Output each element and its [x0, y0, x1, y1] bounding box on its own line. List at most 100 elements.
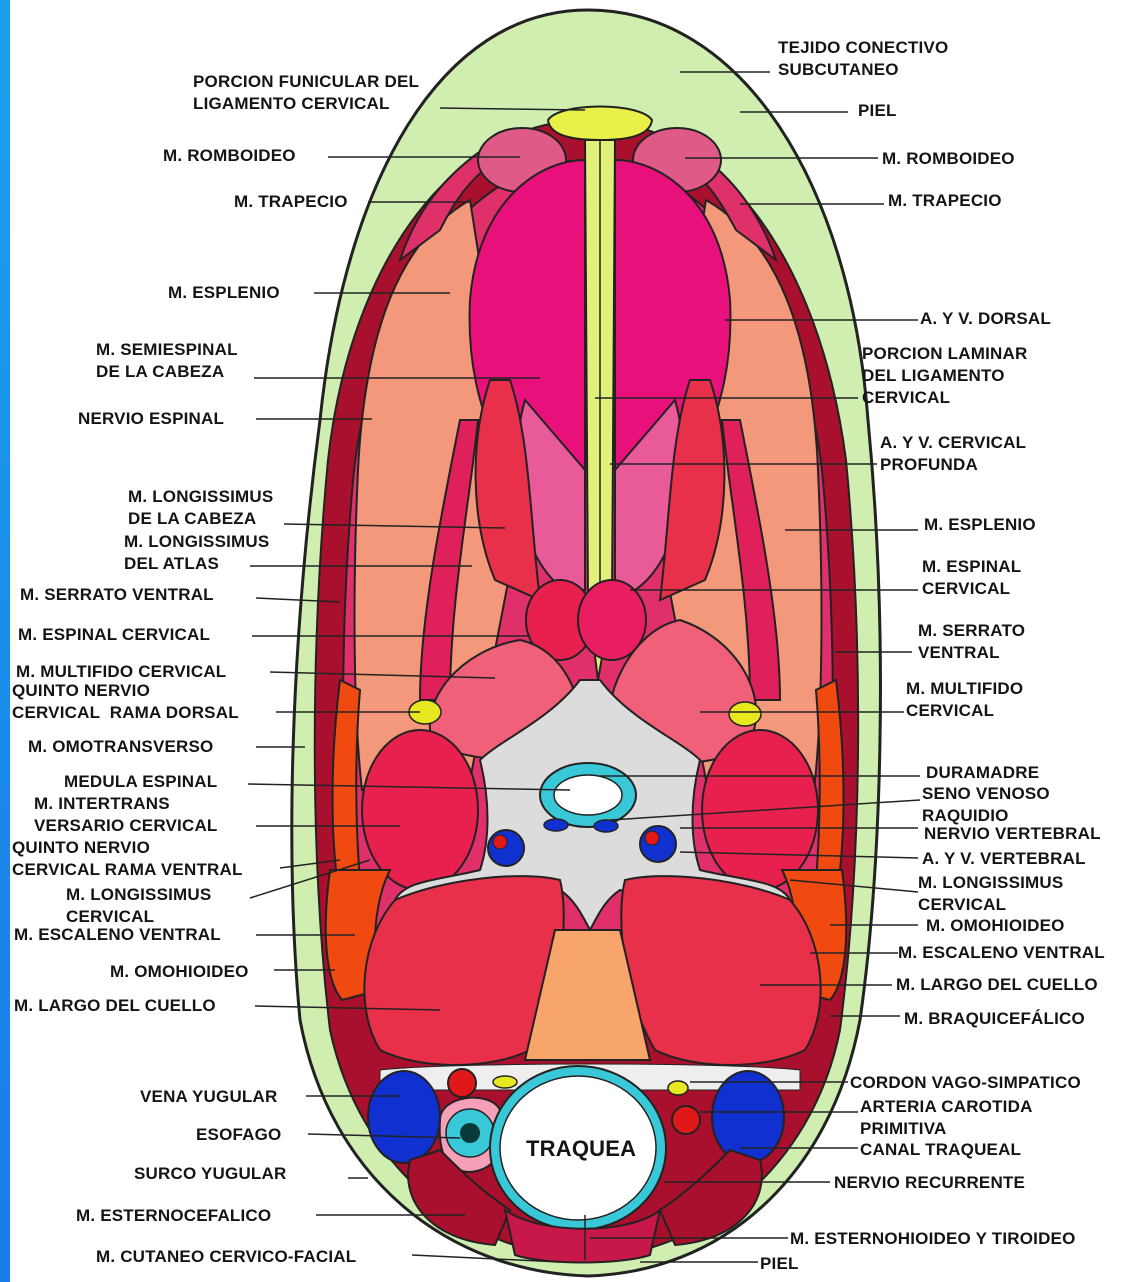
- label-omohyoid-left: M. OMOHIOIDEO: [110, 961, 249, 983]
- label-splenius-left: M. ESPLENIO: [168, 282, 280, 304]
- label-line: M. MULTIFIDO: [906, 679, 1023, 698]
- label-line: DEL ATLAS: [124, 554, 219, 573]
- label-line: SENO VENOSO: [922, 784, 1050, 803]
- vertebral-vessels-right: [640, 826, 676, 862]
- label-multifidus-right: M. MULTIFIDO CERVICAL: [906, 678, 1023, 722]
- vertebral-vessels-left: [488, 830, 524, 866]
- label-spinal-cervical-left: M. ESPINAL CERVICAL: [18, 624, 210, 646]
- label-line: CERVICAL: [862, 388, 950, 407]
- vagosympathetic-left: [493, 1076, 517, 1088]
- label-carotid-artery: ARTERIA CAROTIDA PRIMITIVA: [860, 1096, 1033, 1140]
- label-line: SUBCUTANEO: [778, 60, 899, 79]
- label-brachiocephalic: M. BRAQUICEFÁLICO: [904, 1008, 1085, 1030]
- label-scalene-right: M. ESCALENO VENTRAL: [898, 942, 1105, 964]
- label-line: M. SERRATO: [918, 621, 1025, 640]
- label-skin-top: PIEL: [858, 100, 897, 122]
- fifth-cervical-nerve-dorsal-right: [729, 702, 761, 726]
- label-vagosympathetic: CORDON VAGO-SIMPATICO: [850, 1072, 1081, 1094]
- label-line: DE LA CABEZA: [96, 362, 224, 381]
- label-semispinal: M. SEMIESPINAL DE LA CABEZA: [96, 339, 238, 383]
- label-longissimus-capitis: M. LONGISSIMUS DE LA CABEZA: [128, 486, 273, 530]
- label-line: CERVICAL RAMA VENTRAL: [12, 860, 243, 879]
- label-vertebral-vessels: A. Y V. VERTEBRAL: [922, 848, 1086, 870]
- label-skin-bottom: PIEL: [760, 1253, 799, 1275]
- label-line: CERVICAL: [922, 579, 1010, 598]
- label-esophagus: ESOFAGO: [196, 1124, 281, 1146]
- label-recurrent-nerve: NERVIO RECURRENTE: [834, 1172, 1025, 1194]
- intertransversarius-left: [362, 730, 478, 890]
- funicular-ligament: [548, 107, 652, 141]
- label-longissimus-cervical-right: M. LONGISSIMUS CERVICAL: [918, 872, 1063, 916]
- label-line: LIGAMENTO CERVICAL: [193, 94, 390, 113]
- label-trachea: TRAQUEA: [526, 1136, 636, 1162]
- label-splenius-right: M. ESPLENIO: [924, 514, 1036, 536]
- label-sternocephalic: M. ESTERNOCEFALICO: [76, 1205, 271, 1227]
- label-trapezius-left: M. TRAPECIO: [234, 191, 348, 213]
- label-line: DE LA CABEZA: [128, 509, 256, 528]
- label-line: M. ESPINAL: [922, 557, 1021, 576]
- jugular-vein-right: [712, 1071, 784, 1163]
- label-deep-cervical-vessels: A. Y V. CERVICAL PROFUNDA: [880, 432, 1026, 476]
- label-intertransversarius: M. INTERTRANS VERSARIO CERVICAL: [34, 793, 218, 837]
- vagosympathetic-right: [668, 1081, 688, 1095]
- label-venous-sinus: SENO VENOSO RAQUIDIO: [922, 783, 1050, 827]
- label-line: ARTERIA CAROTIDA: [860, 1097, 1033, 1116]
- label-fifth-nerve-ventral: QUINTO NERVIO CERVICAL RAMA VENTRAL: [12, 837, 243, 881]
- label-line: CERVICAL: [918, 895, 1006, 914]
- label-line: A. Y V. CERVICAL: [880, 433, 1026, 452]
- label-cutaneous-muscle: M. CUTANEO CERVICO-FACIAL: [96, 1246, 356, 1268]
- label-omohyoid-right: M. OMOHIOIDEO: [926, 915, 1065, 937]
- label-line: QUINTO NERVIO: [12, 681, 150, 700]
- longus-colli-right: [621, 876, 820, 1065]
- label-omotransverse: M. OMOTRANSVERSO: [28, 736, 214, 758]
- label-line: CERVICAL RAMA DORSAL: [12, 703, 239, 722]
- label-tracheal-canal: CANAL TRAQUEAL: [860, 1139, 1021, 1161]
- label-line: M. LONGISSIMUS: [66, 885, 211, 904]
- venous-sinus-left: [544, 819, 568, 831]
- label-line: TEJIDO CONECTIVO: [778, 38, 948, 57]
- label-sternohyoid-thyroid: M. ESTERNOHIOIDEO Y TIROIDEO: [790, 1228, 1076, 1250]
- label-line: PORCION FUNICULAR DEL: [193, 72, 419, 91]
- label-rhomboid-right: M. ROMBOIDEO: [882, 148, 1015, 170]
- label-line: M. LONGISSIMUS: [128, 487, 273, 506]
- label-trapezius-right: M. TRAPECIO: [888, 190, 1002, 212]
- label-serratus-left: M. SERRATO VENTRAL: [20, 584, 214, 606]
- label-jugular-vein: VENA YUGULAR: [140, 1086, 277, 1108]
- label-line: PRIMITIVA: [860, 1119, 947, 1138]
- label-longus-colli-right: M. LARGO DEL CUELLO: [896, 974, 1098, 996]
- label-spinal-cord: MEDULA ESPINAL: [64, 771, 217, 793]
- label-jugular-groove: SURCO YUGULAR: [134, 1163, 286, 1185]
- label-line: CERVICAL: [906, 701, 994, 720]
- label-line: PROFUNDA: [880, 455, 978, 474]
- spinal-cord: [554, 775, 622, 815]
- label-scalene-left: M. ESCALENO VENTRAL: [14, 924, 221, 946]
- label-line: VERSARIO CERVICAL: [34, 816, 218, 835]
- label-longissimus-cervical-left: M. LONGISSIMUS CERVICAL: [66, 884, 211, 928]
- label-fifth-nerve-dorsal: QUINTO NERVIO CERVICAL RAMA DORSAL: [12, 680, 239, 724]
- label-dorsal-vessels: A. Y V. DORSAL: [920, 308, 1051, 330]
- omotransverse-right: [816, 680, 844, 900]
- label-spinal-cervical-right: M. ESPINAL CERVICAL: [922, 556, 1021, 600]
- venous-sinus-right: [594, 820, 618, 832]
- label-line: M. LONGISSIMUS: [124, 532, 269, 551]
- label-laminar-ligament: PORCION LAMINAR DEL LIGAMENTO CERVICAL: [862, 343, 1027, 409]
- label-line: M. LONGISSIMUS: [918, 873, 1063, 892]
- jugular-vein-left: [368, 1071, 440, 1163]
- label-line: PORCION LAMINAR: [862, 344, 1027, 363]
- label-line: M. INTERTRANS: [34, 794, 170, 813]
- label-vertebral-nerve: NERVIO VERTEBRAL: [924, 823, 1101, 845]
- label-line: M. SEMIESPINAL: [96, 340, 238, 359]
- label-longus-colli-left: M. LARGO DEL CUELLO: [14, 995, 216, 1017]
- carotid-left: [448, 1069, 476, 1097]
- label-line: DEL LIGAMENTO: [862, 366, 1005, 385]
- label-line: QUINTO NERVIO: [12, 838, 150, 857]
- label-serratus-right: M. SERRATO VENTRAL: [918, 620, 1025, 664]
- label-rhomboid-left: M. ROMBOIDEO: [163, 145, 296, 167]
- label-line: VENTRAL: [918, 643, 1000, 662]
- label-subcutaneous-connective-tissue: TEJIDO CONECTIVO SUBCUTANEO: [778, 37, 948, 81]
- label-longissimus-atlas: M. LONGISSIMUS DEL ATLAS: [124, 531, 269, 575]
- label-spinal-nerve: NERVIO ESPINAL: [78, 408, 224, 430]
- carotid-right: [672, 1106, 700, 1134]
- label-funicular-ligament: PORCION FUNICULAR DEL LIGAMENTO CERVICAL: [193, 71, 419, 115]
- label-dura-mater: DURAMADRE: [926, 762, 1039, 784]
